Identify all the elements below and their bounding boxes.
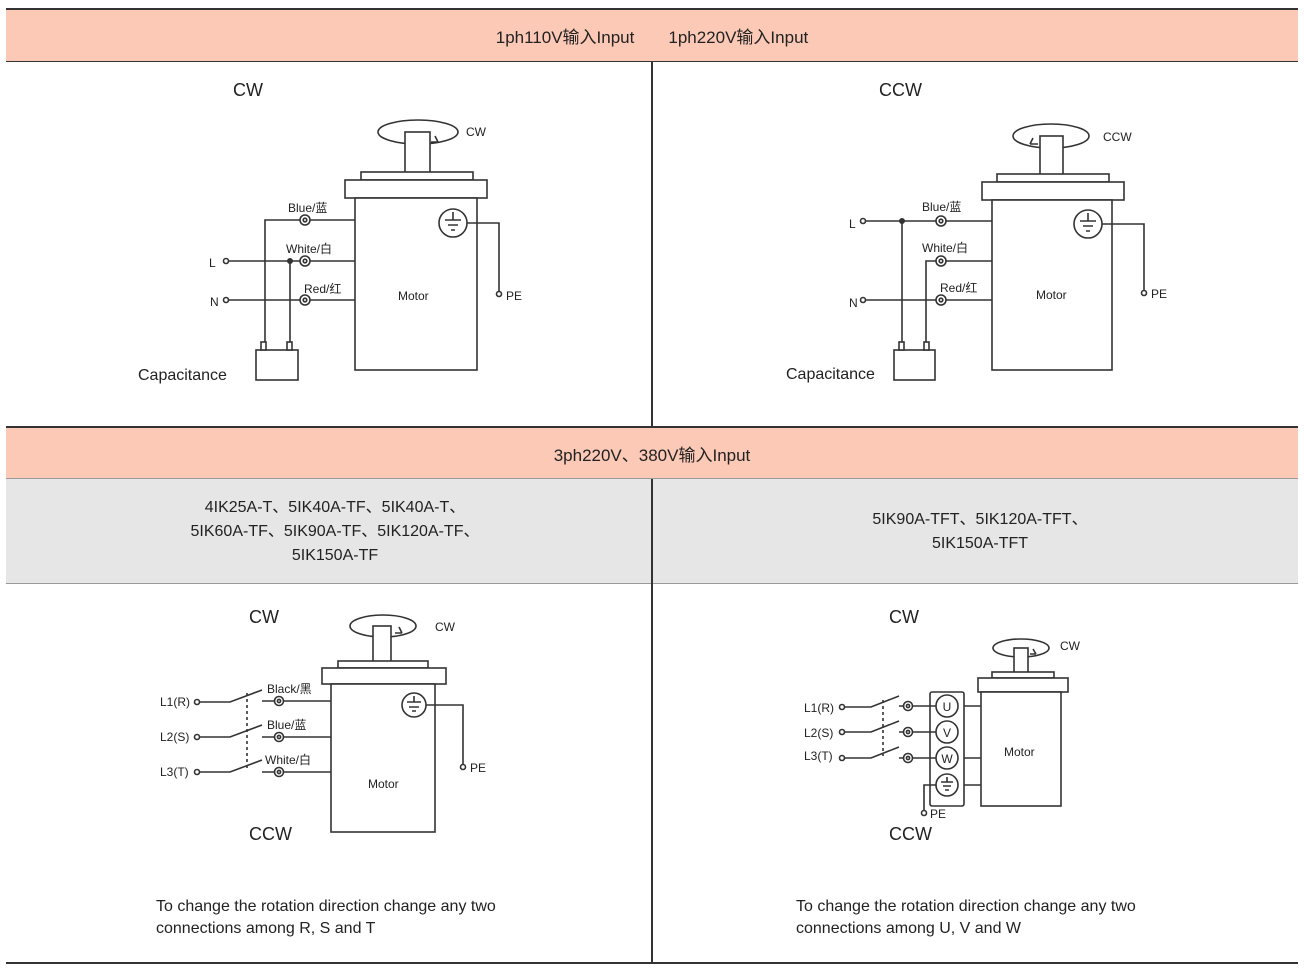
right-model-line-2: 5IK150A-TFT (931, 535, 1029, 552)
terminal-n (222, 296, 230, 304)
left-note-line-2: connections among R, S and T (156, 920, 376, 937)
wire-red-label: Red/红 (940, 280, 977, 295)
terminal-3 (902, 752, 914, 764)
motor-flange (981, 181, 1125, 201)
term-w-label: W (941, 752, 953, 766)
terminal-red (299, 294, 311, 306)
terminal-n (859, 296, 867, 304)
motor-label: Motor (398, 289, 429, 303)
motor-shaft (372, 625, 392, 667)
pe-label: PE (1151, 287, 1167, 301)
terminal-l (859, 217, 867, 225)
wire-black-label: Black/黑 (267, 682, 312, 696)
three-phase-left-diagram (193, 614, 467, 833)
capacitance-label: Capacitance (138, 367, 227, 384)
motor-body (980, 691, 1062, 807)
terminal-l-label: L (849, 217, 856, 231)
wire-white-label: White/白 (922, 240, 968, 255)
l3-label: L3(T) (804, 749, 833, 763)
pe-label: PE (930, 807, 946, 821)
header-rule (6, 61, 1298, 62)
left-model-line-3: 5IK150A-TF (291, 547, 379, 564)
capacitor (893, 349, 936, 381)
rotation-label: CW (1060, 639, 1081, 653)
three-phase-right-diagram (838, 638, 1069, 817)
direction-label: CW (233, 80, 263, 100)
table-top-rule (6, 8, 1298, 10)
terminal-red (935, 294, 947, 306)
motor-shaft (404, 131, 431, 179)
single-phase-header: 1ph110V输入Input 1ph220V输入Input (6, 10, 1298, 61)
wire-blue-label: Blue/蓝 (267, 718, 306, 732)
terminal-n-label: N (849, 296, 858, 310)
pe-label: PE (470, 761, 486, 775)
single-phase-header-text: 1ph110V输入Input 1ph220V输入Input (495, 28, 809, 47)
table-bottom-rule (6, 962, 1298, 964)
capacitance-label: Capacitance (786, 366, 875, 383)
left-model-line-2: 5IK60A-TF、5IK90A-TF、5IK120A-TF、 (190, 523, 480, 540)
direction-top-label: CW (249, 607, 279, 627)
terminal-white (299, 255, 311, 267)
terminal-blue (273, 731, 285, 743)
terminal-white (935, 255, 947, 267)
terminal-2 (902, 726, 914, 738)
left-note-line-1: To change the rotation direction change … (156, 898, 496, 915)
motor-label: Motor (368, 777, 399, 791)
rotation-label: CCW (1103, 130, 1132, 144)
right-note-line-1: To change the rotation direction change … (796, 898, 1136, 915)
direction-bottom-label: CCW (249, 824, 292, 844)
right-note: To change the rotation direction change … (796, 896, 1136, 940)
left-note: To change the rotation direction change … (156, 896, 496, 940)
motor-flange (344, 179, 488, 199)
terminal-l-label: L (209, 256, 216, 270)
terminal-l (222, 257, 230, 265)
l1-label: L1(R) (160, 695, 190, 709)
right-model-line-1: 5IK90A-TFT、5IK120A-TFT、 (872, 511, 1088, 528)
terminal-white (273, 766, 285, 778)
term-v-label: V (943, 726, 951, 740)
l1-label: L1(R) (804, 701, 834, 715)
motor-body (330, 683, 436, 833)
single-phase-ccw-diagram (859, 123, 1148, 381)
term-u-label: U (943, 700, 952, 714)
motor-label: Motor (1004, 745, 1035, 759)
l2-label: L2(S) (804, 726, 833, 740)
section-rule (6, 426, 1298, 428)
left-model-list: 4IK25A-T、5IK40A-TF、5IK40A-T、 5IK60A-TF、5… (150, 496, 520, 568)
motor-body (991, 199, 1113, 371)
terminal-blue (299, 214, 311, 226)
rotation-label: CW (466, 125, 487, 139)
capacitor (255, 349, 299, 381)
l3-label: L3(T) (160, 765, 189, 779)
wire-white-label: White/白 (265, 752, 311, 767)
motor-body (354, 197, 478, 371)
three-phase-header: 3ph220V、380V输入Input (6, 428, 1298, 478)
direction-label: CCW (879, 80, 922, 100)
terminal-black (273, 695, 285, 707)
three-phase-header-text: 3ph220V、380V输入Input (553, 445, 751, 465)
motor-flange (321, 667, 447, 685)
right-note-line-2: connections among U, V and W (796, 920, 1022, 937)
wire-red-label: Red/红 (304, 281, 341, 296)
motor-label: Motor (1036, 288, 1067, 302)
pe-label: PE (506, 289, 522, 303)
left-model-line-1: 4IK25A-T、5IK40A-TF、5IK40A-T、 (204, 499, 466, 516)
terminal-1 (902, 700, 914, 712)
direction-top-label: CW (889, 607, 919, 627)
column-divider-bottom (651, 479, 653, 962)
wire-blue-label: Blue/蓝 (922, 200, 961, 214)
wire-white-label: White/白 (286, 241, 332, 256)
wire-blue-label: Blue/蓝 (288, 201, 327, 215)
direction-bottom-label: CCW (889, 824, 932, 844)
l2-label: L2(S) (160, 730, 189, 744)
column-divider-top (651, 62, 653, 426)
terminal-blue (935, 215, 947, 227)
rotation-label: CW (435, 620, 456, 634)
motor-flange (977, 677, 1069, 693)
right-model-list: 5IK90A-TFT、5IK120A-TFT、 5IK150A-TFT (800, 508, 1160, 556)
three-phase-header-rule (6, 478, 1298, 479)
single-phase-cw-diagram (222, 119, 503, 381)
terminal-n-label: N (210, 295, 219, 309)
